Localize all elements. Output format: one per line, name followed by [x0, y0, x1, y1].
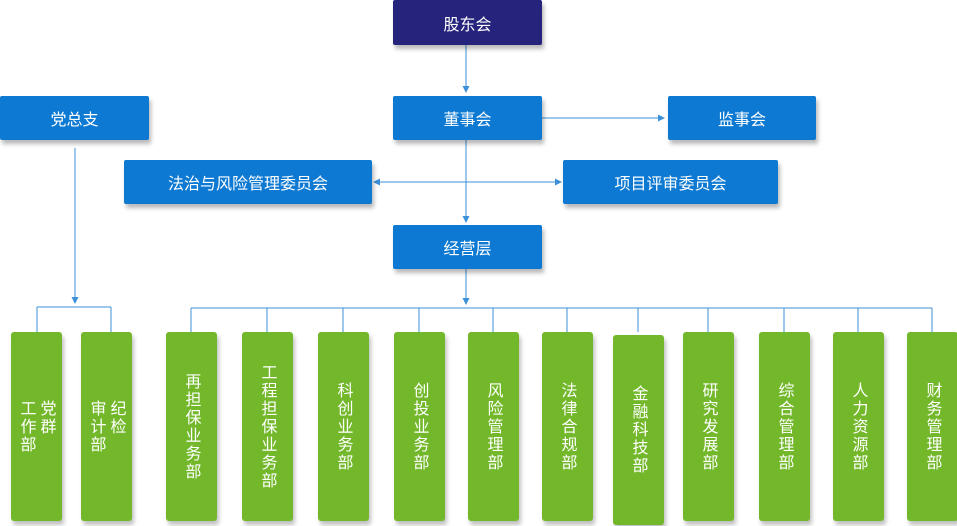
- party-branch-node: 党总支: [0, 96, 149, 140]
- shareholders-label: 股东会: [443, 14, 492, 34]
- dept-label: 再担保业务部: [182, 372, 202, 481]
- dept-label: 科创业务部: [334, 381, 354, 472]
- dept-label: 人力资源部: [849, 381, 869, 472]
- dept-venture-investment: 创投业务部: [394, 332, 445, 521]
- dept-engineering-guarantee: 工程担保业务部: [242, 332, 293, 521]
- supervisors-node: 监事会: [668, 96, 816, 140]
- dept-label: 财务管理部: [923, 381, 943, 472]
- dept-research-development: 研究发展部: [683, 332, 734, 521]
- dept-label: 工程担保业务部: [258, 363, 278, 490]
- dept-legal-compliance: 法律合规部: [542, 332, 593, 521]
- review-committee-label: 项目评审委员会: [614, 174, 727, 193]
- board-node: 董事会: [393, 96, 542, 140]
- dept-label: 综合管理部: [775, 381, 795, 472]
- management-label: 经营层: [443, 239, 492, 258]
- dept-discipline-audit-label: 纪检 审计部: [87, 399, 127, 454]
- risk-committee-node: 法治与风险管理委员会: [124, 160, 372, 204]
- dept-label: 风险管理部: [484, 381, 504, 472]
- party-branch-label: 党总支: [50, 110, 99, 129]
- dept-general-management: 综合管理部: [759, 332, 810, 521]
- review-committee-node: 项目评审委员会: [563, 160, 778, 204]
- shareholders-node: 股东会: [393, 0, 542, 45]
- dept-label: 法律合规部: [558, 381, 578, 472]
- dept-tech-innovation: 科创业务部: [318, 332, 369, 521]
- dept-label: 金融科技部: [629, 385, 649, 475]
- dept-discipline-audit: 纪检 审计部: [81, 332, 132, 521]
- dept-risk-management: 风险管理部: [468, 332, 519, 521]
- dept-finance-management: 财务管理部: [907, 332, 957, 521]
- dept-reguarantee: 再担保业务部: [166, 332, 217, 521]
- dept-fintech: 金融科技部: [613, 335, 664, 525]
- management-node: 经营层: [393, 225, 542, 269]
- dept-label: 研究发展部: [699, 381, 719, 472]
- dept-party-work-label: 党群 工作部: [17, 399, 57, 454]
- supervisors-label: 监事会: [717, 110, 766, 129]
- dept-human-resources: 人力资源部: [833, 332, 884, 521]
- dept-party-work: 党群 工作部: [11, 332, 62, 521]
- dept-label: 创投业务部: [410, 381, 430, 472]
- board-label: 董事会: [443, 110, 492, 129]
- risk-committee-label: 法治与风险管理委员会: [167, 174, 328, 193]
